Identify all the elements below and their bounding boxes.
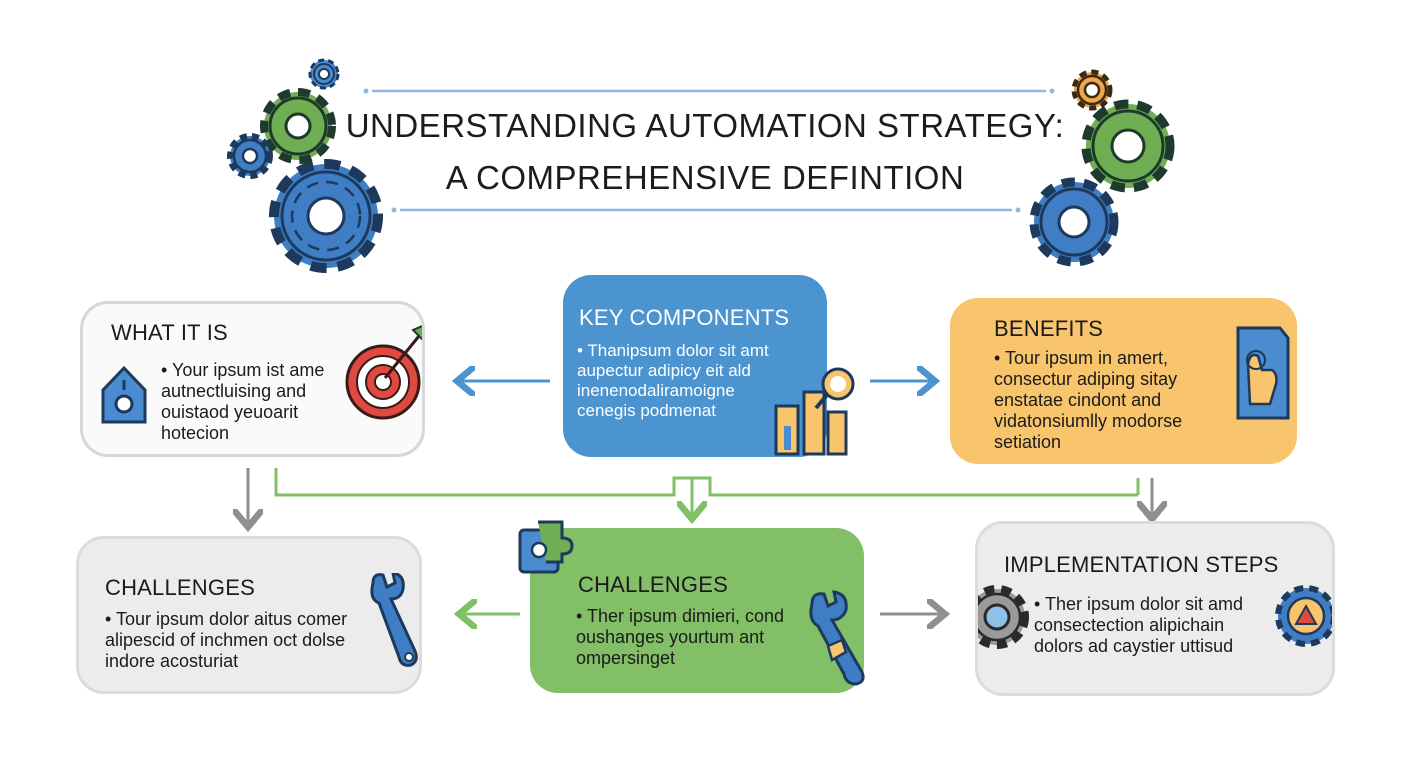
card-benefits: BENEFITS • Tour ipsum in amert, consectu… <box>950 298 1297 464</box>
hand-pointer-icon <box>1236 326 1290 420</box>
text-line: autnectluising and <box>161 381 307 401</box>
card-body: • Tour ipsum in amert, consectur adiping… <box>994 348 1182 453</box>
text-line: • Ther ipsum dimieri, cond <box>576 606 785 626</box>
title-rule-bottom <box>391 207 1021 213</box>
card-body: • Ther ipsum dimieri, cond oushanges you… <box>576 606 784 669</box>
text-line: dolors ad caystier uttisud <box>1034 636 1234 656</box>
card-body: • Thanipsum dolor sit amt aupectur adipi… <box>577 341 769 421</box>
card-heading: BENEFITS <box>994 316 1104 341</box>
title-line-2: A COMPREHENSIVE DEFINTION <box>445 159 965 196</box>
gear-icon <box>1029 177 1119 267</box>
card-heading: CHALLENGES <box>578 572 728 597</box>
card-what-it-is: WHAT IT IS • Your ipsum ist ame autnectl… <box>80 301 425 457</box>
text-line: hotecion <box>161 423 230 443</box>
gear-icon <box>978 585 1029 649</box>
text-line: vidatonsiumlly modorse <box>994 411 1183 431</box>
gear-icon <box>308 58 340 90</box>
page-title: UNDERSTANDING AUTOMATION STRATEGY: A COM… <box>330 100 1080 204</box>
card-body: • Ther ipsum dolor sit amd consectection… <box>1034 594 1243 657</box>
text-line: oushanges yourtum ant <box>576 627 765 647</box>
title-line-1: UNDERSTANDING AUTOMATION STRATEGY: <box>345 107 1065 144</box>
text-line: inenenodaliramoigne <box>577 381 735 400</box>
text-line: • Ther ipsum dolor sit amd <box>1034 594 1244 614</box>
text-line: • Thanipsum dolor sit amt <box>577 341 769 360</box>
text-line: • Tour ipsum in amert, <box>994 348 1169 368</box>
card-challenges-center: CHALLENGES • Ther ipsum dimieri, cond ou… <box>530 528 864 693</box>
text-line: ouistaod yeuoarit <box>161 402 299 422</box>
gear-icon <box>269 159 383 273</box>
text-line: indore acosturiat <box>105 651 239 671</box>
text-line: setiation <box>994 432 1062 452</box>
wrench-icon <box>370 573 418 667</box>
puzzle-icon <box>518 520 574 574</box>
text-line: • Your ipsum ist ame <box>161 360 325 380</box>
card-body: • Your ipsum ist ame autnectluising and … <box>161 360 324 444</box>
text-line: alipescid of inchmen oct dolse <box>105 630 346 650</box>
text-line: aupectur adipicy eit ald <box>577 361 751 380</box>
card-heading: WHAT IT IS <box>111 320 228 345</box>
target-icon <box>345 325 422 420</box>
text-line: consectection alipichain <box>1034 615 1225 635</box>
connector-lines <box>248 381 1152 614</box>
gear-icon <box>260 88 336 164</box>
bar-chart-icon <box>774 367 855 456</box>
text-line: • Tour ipsum dolor aitus comer <box>105 609 348 629</box>
text-line: cenegis podmenat <box>577 401 716 420</box>
rocket-icon <box>1275 585 1332 647</box>
wrench-icon <box>809 590 865 686</box>
card-implementation-steps: IMPLEMENTATION STEPS • Ther ipsum dolor … <box>975 521 1335 696</box>
title-rule-top <box>363 88 1055 94</box>
text-line: enstatae cindont and <box>994 390 1162 410</box>
card-body: • Tour ipsum dolor aitus comer alipescid… <box>105 609 347 672</box>
card-challenges-left: CHALLENGES • Tour ipsum dolor aitus come… <box>76 536 422 694</box>
card-heading: IMPLEMENTATION STEPS <box>1004 552 1279 577</box>
card-heading: KEY COMPONENTS <box>579 305 790 330</box>
text-line: consectur adiping sitay <box>994 369 1178 389</box>
text-line: ompersinget <box>576 648 676 668</box>
gear-icon <box>1071 69 1113 111</box>
house-icon <box>101 365 147 424</box>
card-heading: CHALLENGES <box>105 575 255 600</box>
gear-icon <box>1081 99 1175 193</box>
gear-icon <box>227 133 273 179</box>
